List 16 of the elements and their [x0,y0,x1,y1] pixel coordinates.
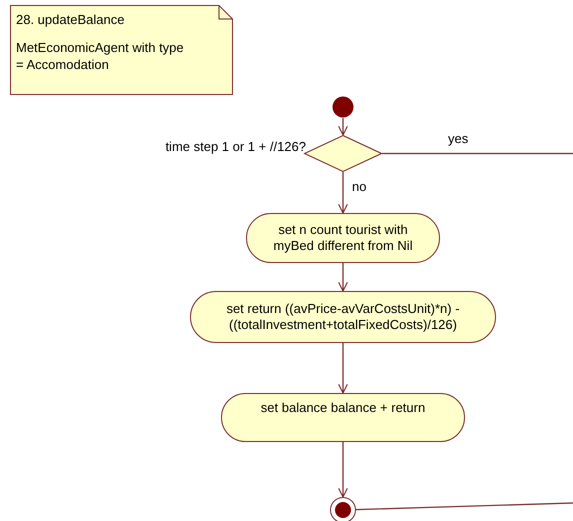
action-box [190,291,496,343]
action-text: set balance balance + return [260,400,426,416]
arrow [338,118,348,136]
decision-label: time step 1 or 1 + //126? [165,140,306,154]
arrow [338,172,348,214]
note-title: 28. updateBalance [16,11,126,28]
arrow [338,263,348,292]
start-node [332,96,354,118]
end-node [330,497,356,521]
action-text: set return ((avPrice-avVarCostsUnit)*n) - ((totalInvestment+totalFixedCosts)/126) [225,301,461,333]
arrow [338,442,348,498]
action-box [221,393,465,442]
arrow [338,343,348,394]
note-text: MetEconomicAgent with type = Accomodation [16,39,185,73]
action-text: set n count tourist with myBed different from Nil [272,222,414,254]
action-box [246,213,440,263]
